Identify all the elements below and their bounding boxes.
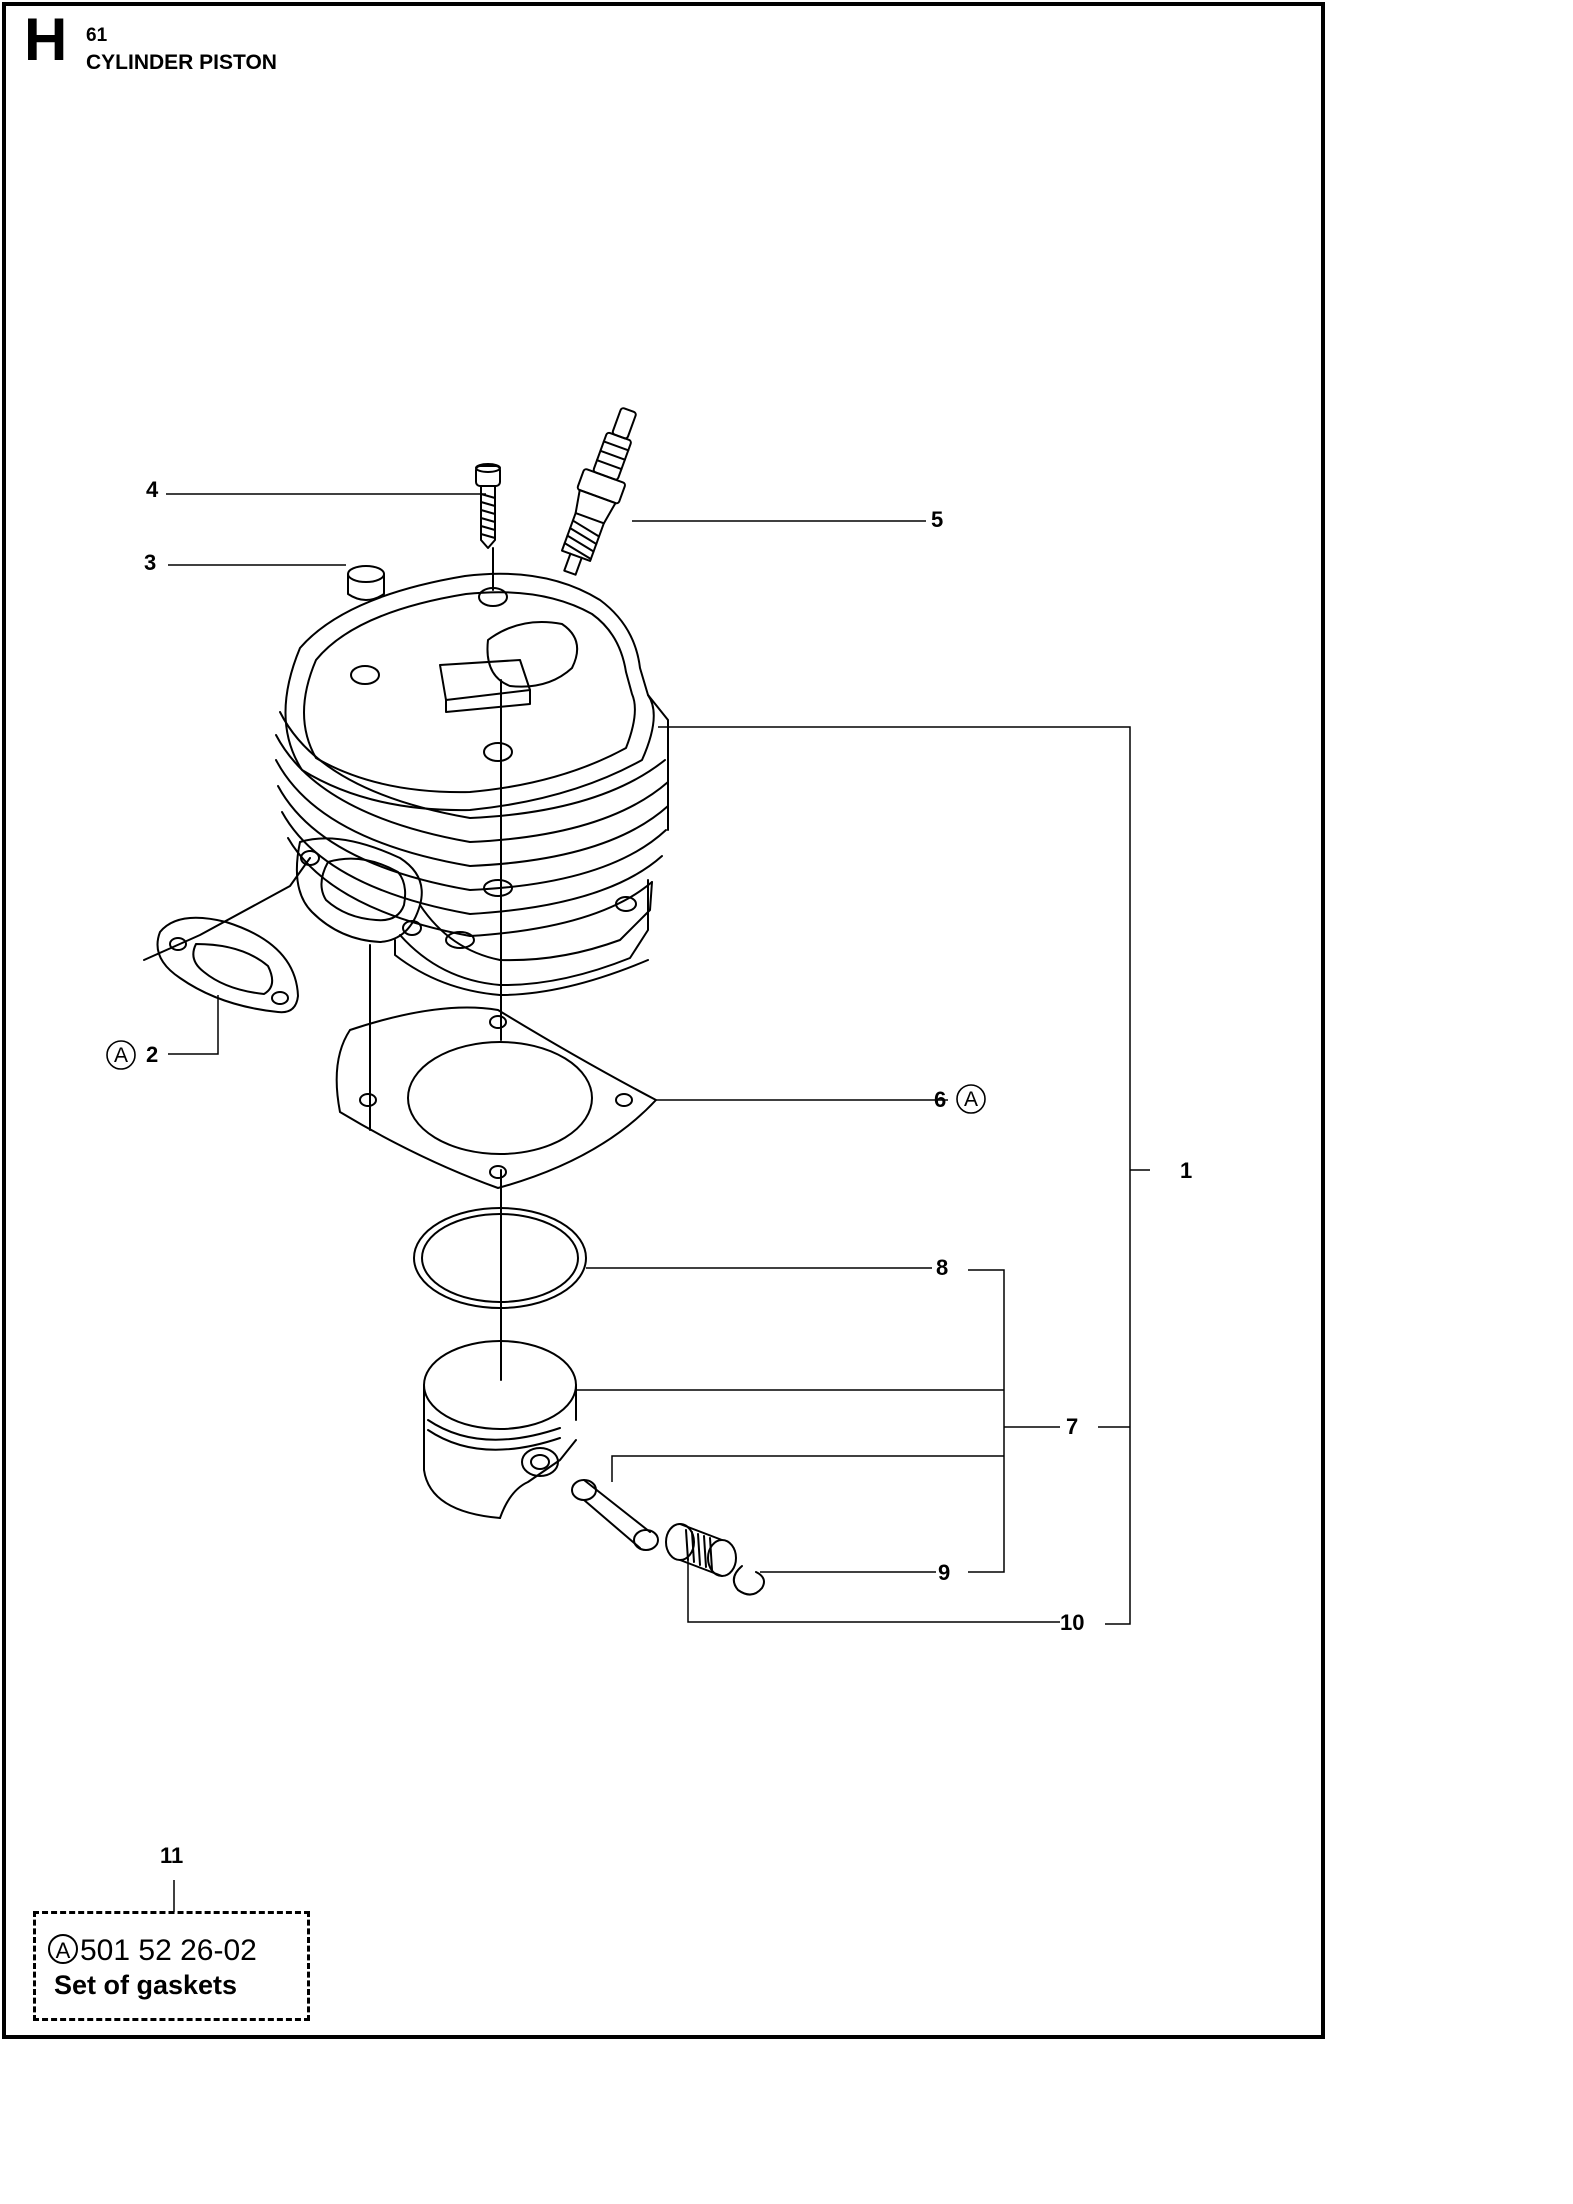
piston-pin-part xyxy=(571,1479,659,1551)
page-title: CYLINDER PISTON xyxy=(86,51,277,74)
svg-text:A: A xyxy=(114,1044,128,1067)
cap-part xyxy=(347,565,385,601)
spark-plug-part xyxy=(560,407,637,576)
callout-9: 9 xyxy=(938,1560,950,1585)
circlip-part xyxy=(732,1565,765,1596)
callout-8: 8 xyxy=(936,1255,948,1280)
page-frame xyxy=(2,2,1325,2039)
leader-2 xyxy=(168,995,219,1055)
callout-11: 11 xyxy=(160,1843,183,1868)
svg-text:A: A xyxy=(964,1088,978,1111)
base-gasket-part xyxy=(335,1006,657,1189)
callout-10: 10 xyxy=(1060,1610,1084,1635)
callout-4: 4 xyxy=(146,477,159,502)
callout-7: 7 xyxy=(1066,1414,1078,1439)
page-number: 61 xyxy=(86,25,108,46)
kit-part-number: 501 52 26-02 xyxy=(80,1934,257,1967)
kit-description: Set of gaskets xyxy=(54,1970,238,2000)
leader-1-frame xyxy=(658,726,1131,1625)
callout-5: 5 xyxy=(931,507,943,532)
cylinder-part xyxy=(275,572,669,996)
callout-1: 1 xyxy=(1180,1158,1192,1183)
leader-8-9-bracket xyxy=(968,1269,1005,1573)
gasket-set-marker-6: A xyxy=(956,1084,986,1114)
leader-10 xyxy=(687,1560,1060,1623)
screw-part xyxy=(475,463,501,549)
gasket-set-marker-2: A xyxy=(106,1040,136,1070)
gasket-axis-line xyxy=(143,857,311,961)
section-letter: H xyxy=(24,6,68,73)
callout-6: 6 xyxy=(934,1087,946,1112)
callout-2: 2 xyxy=(146,1042,158,1067)
gasket-set-marker: A xyxy=(48,1934,78,1964)
assembly-axis-line xyxy=(492,547,502,1381)
callout-3: 3 xyxy=(144,550,156,575)
leader-pin xyxy=(611,1455,1004,1482)
exhaust-gasket-part xyxy=(156,916,299,1014)
needle-bearing-part xyxy=(665,1523,737,1577)
